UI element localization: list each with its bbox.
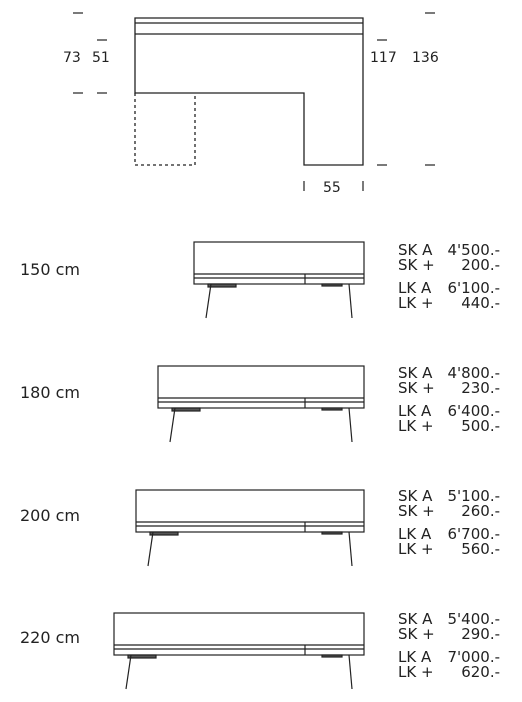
front-view-220 (113, 612, 365, 690)
size-label-150: 150 cm (20, 260, 81, 279)
price-row: LK +620.- (398, 663, 500, 681)
plan-view-drawing (134, 17, 364, 166)
price-row: SK +290.- (398, 625, 500, 643)
price-row: SK +260.- (398, 502, 500, 520)
dim-bottom-width: 55 (323, 180, 341, 196)
front-view-200 (135, 489, 365, 567)
dim-right-outer: 136 (412, 50, 439, 66)
price-row: LK +560.- (398, 540, 500, 558)
front-view-180 (157, 365, 365, 443)
dim-right-inner: 117 (370, 50, 397, 66)
plan-outline (134, 17, 364, 166)
price-row: SK +230.- (398, 379, 500, 397)
price-row: SK +200.- (398, 256, 500, 274)
price-row: LK +500.- (398, 417, 500, 435)
plan-optional-module (134, 93, 196, 166)
dim-left-inner: 51 (92, 50, 110, 66)
front-view-150 (193, 241, 365, 319)
price-row: LK +440.- (398, 294, 500, 312)
size-label-180: 180 cm (20, 383, 81, 402)
dim-left-outer: 73 (63, 50, 81, 66)
size-label-220: 220 cm (20, 628, 81, 647)
plan-dimension-ticks (73, 12, 435, 191)
size-label-200: 200 cm (20, 506, 81, 525)
